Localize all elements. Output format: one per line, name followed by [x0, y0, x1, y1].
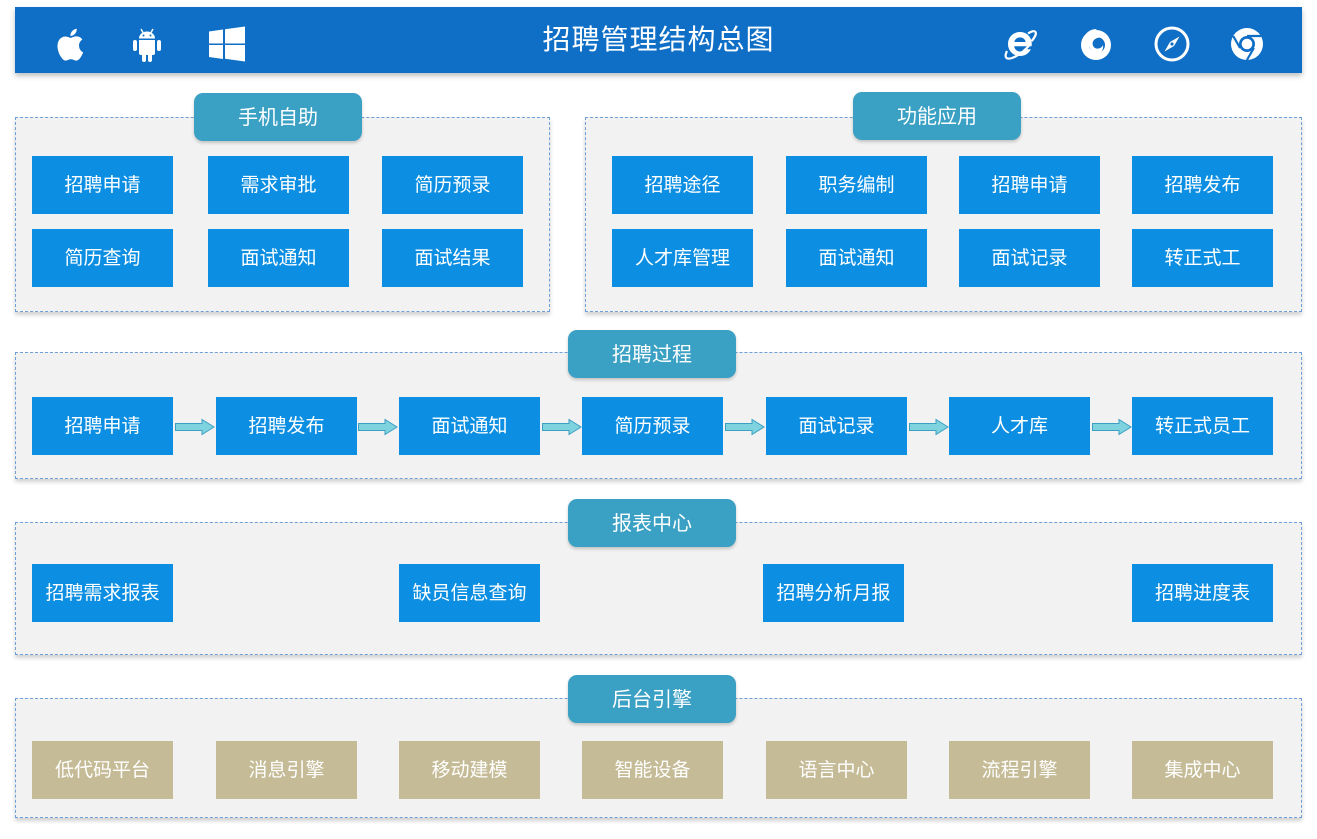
process-step[interactable]: 人才库 [949, 397, 1090, 455]
function-item[interactable]: 人才库管理 [612, 229, 753, 287]
engine-item[interactable]: 低代码平台 [32, 741, 173, 799]
process-section-title: 招聘过程 [568, 330, 736, 378]
flow-arrow-icon [542, 418, 582, 436]
report-item[interactable]: 招聘进度表 [1132, 564, 1273, 622]
engine-item[interactable]: 移动建模 [399, 741, 540, 799]
firefox-icon [1076, 24, 1116, 64]
engine-item[interactable]: 智能设备 [582, 741, 723, 799]
function-item[interactable]: 职务编制 [786, 156, 927, 214]
process-step[interactable]: 面试通知 [399, 397, 540, 455]
engine-item[interactable]: 语言中心 [766, 741, 907, 799]
android-icon [127, 24, 167, 64]
function-item[interactable]: 转正式工 [1132, 229, 1273, 287]
function-item[interactable]: 面试记录 [959, 229, 1100, 287]
ie-icon [1000, 24, 1040, 64]
mobile-item[interactable]: 面试结果 [382, 229, 523, 287]
function-item[interactable]: 招聘途径 [612, 156, 753, 214]
mobile-item[interactable]: 面试通知 [208, 229, 349, 287]
safari-icon [1152, 24, 1192, 64]
mobile-section-title: 手机自助 [194, 93, 362, 141]
header-bar: 招聘管理结构总图 [15, 7, 1302, 73]
flow-arrow-icon [725, 418, 765, 436]
flow-arrow-icon [1092, 418, 1132, 436]
reports-panel: 招聘需求报表 缺员信息查询 招聘分析月报 招聘进度表 [15, 522, 1302, 655]
process-step[interactable]: 招聘发布 [216, 397, 357, 455]
functions-panel: 招聘途径 职务编制 招聘申请 招聘发布 人才库管理 面试通知 面试记录 转正式工 [585, 117, 1302, 312]
page-title: 招聘管理结构总图 [542, 23, 775, 56]
function-item[interactable]: 面试通知 [786, 229, 927, 287]
engine-section-title: 后台引擎 [568, 675, 736, 723]
flow-arrow-icon [909, 418, 949, 436]
mobile-item[interactable]: 需求审批 [208, 156, 349, 214]
engine-item[interactable]: 集成中心 [1132, 741, 1273, 799]
engine-item[interactable]: 消息引擎 [216, 741, 357, 799]
function-item[interactable]: 招聘申请 [959, 156, 1100, 214]
process-step[interactable]: 面试记录 [766, 397, 907, 455]
chrome-icon [1227, 24, 1267, 64]
report-item[interactable]: 招聘需求报表 [32, 564, 173, 622]
mobile-panel: 招聘申请 需求审批 简历预录 简历查询 面试通知 面试结果 [15, 117, 550, 312]
windows-icon [207, 24, 247, 64]
report-item[interactable]: 缺员信息查询 [399, 564, 540, 622]
process-step[interactable]: 招聘申请 [32, 397, 173, 455]
apple-icon [52, 24, 92, 64]
mobile-item[interactable]: 简历预录 [382, 156, 523, 214]
flow-arrow-icon [175, 418, 215, 436]
mobile-item[interactable]: 简历查询 [32, 229, 173, 287]
function-item[interactable]: 招聘发布 [1132, 156, 1273, 214]
functions-section-title: 功能应用 [853, 92, 1021, 140]
mobile-item[interactable]: 招聘申请 [32, 156, 173, 214]
process-step[interactable]: 转正式员工 [1132, 397, 1273, 455]
report-item[interactable]: 招聘分析月报 [763, 564, 904, 622]
process-step[interactable]: 简历预录 [582, 397, 723, 455]
flow-arrow-icon [358, 418, 398, 436]
engine-item[interactable]: 流程引擎 [949, 741, 1090, 799]
reports-section-title: 报表中心 [568, 499, 736, 547]
